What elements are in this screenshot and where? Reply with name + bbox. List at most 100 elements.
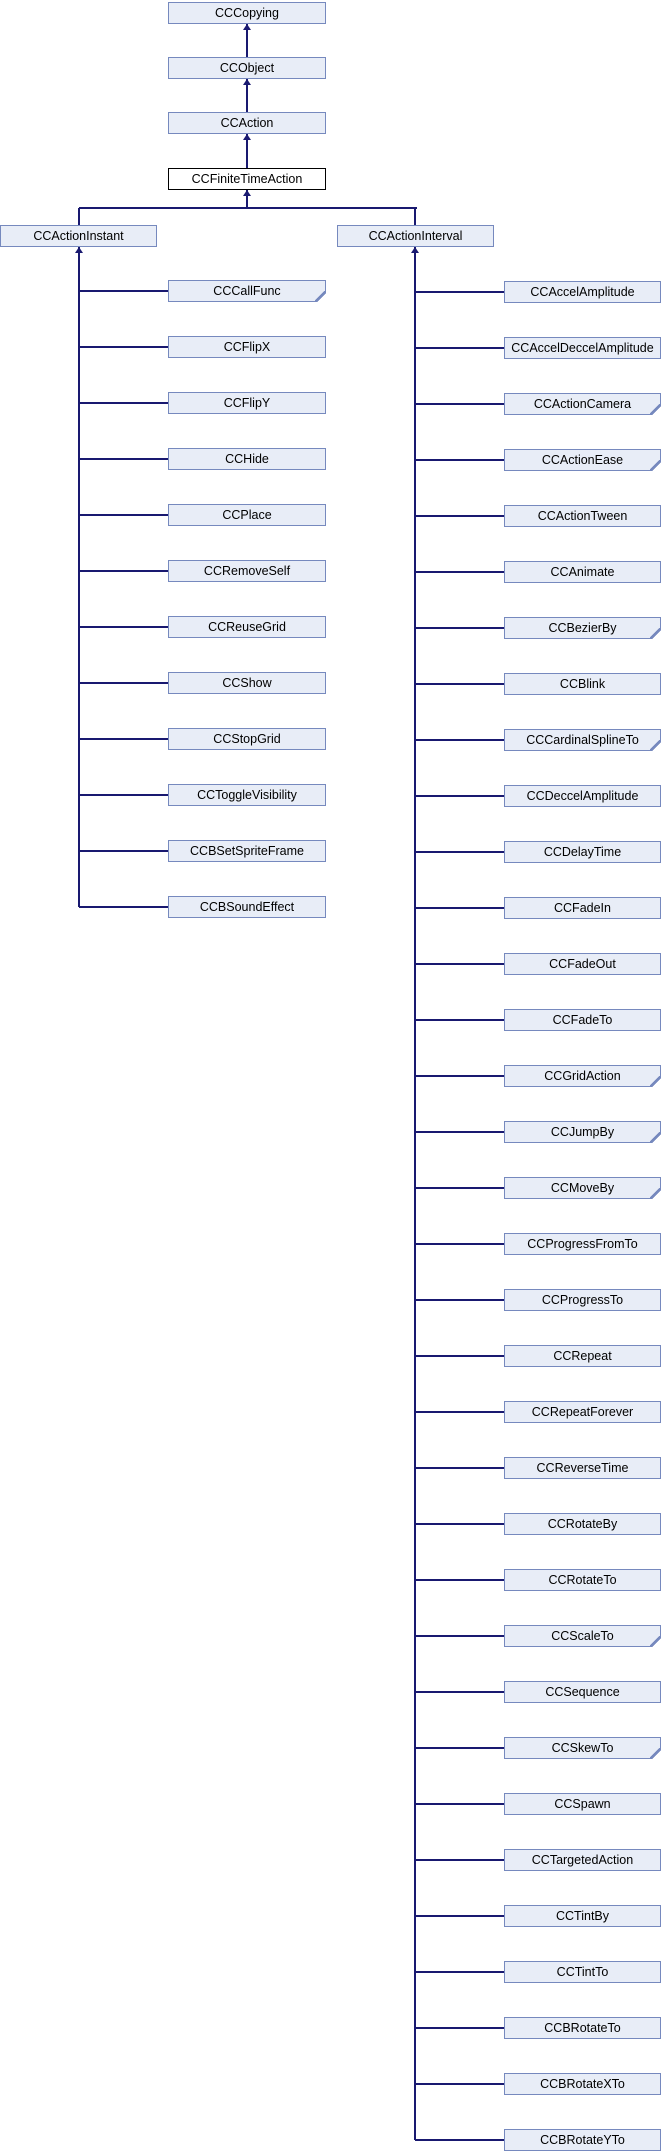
inheritance-edge (79, 402, 168, 404)
inheritance-edge (79, 458, 168, 460)
class-node[interactable]: CCJumpBy (504, 1121, 661, 1143)
class-node[interactable]: CCPlace (168, 504, 326, 526)
class-node[interactable]: CCRepeatForever (504, 1401, 661, 1423)
inheritance-edge (415, 1019, 504, 1021)
class-node[interactable]: CCRemoveSelf (168, 560, 326, 582)
class-node[interactable]: CCSequence (504, 1681, 661, 1703)
inheritance-edge (78, 247, 80, 907)
inheritance-edge (415, 1075, 504, 1077)
inheritance-edge (415, 459, 504, 461)
inheritance-edge (415, 851, 504, 853)
class-node[interactable]: CCActionTween (504, 505, 661, 527)
class-node[interactable]: CCDeccelAmplitude (504, 785, 661, 807)
class-node[interactable]: CCFadeOut (504, 953, 661, 975)
class-node[interactable]: CCCopying (168, 2, 326, 24)
inheritance-edge (415, 571, 504, 573)
inheritance-edge (415, 1803, 504, 1805)
arrowhead-up-icon (242, 24, 251, 30)
class-node[interactable]: CCFadeTo (504, 1009, 661, 1031)
inheritance-edge (415, 739, 504, 741)
folded-corner-icon (650, 628, 661, 639)
inheritance-edge (79, 207, 417, 209)
class-node[interactable]: CCAction (168, 112, 326, 134)
class-node[interactable]: CCAccelDeccelAmplitude (504, 337, 661, 359)
class-node[interactable]: CCCardinalSplineTo (504, 729, 661, 751)
inheritance-edge (415, 1915, 504, 1917)
class-node[interactable]: CCObject (168, 57, 326, 79)
inheritance-edge (79, 346, 168, 348)
class-node[interactable]: CCRotateTo (504, 1569, 661, 1591)
inheritance-edge (246, 79, 248, 112)
class-node[interactable]: CCActionInstant (0, 225, 157, 247)
folded-corner-icon (650, 740, 661, 751)
inheritance-edge (415, 1579, 504, 1581)
folded-corner-icon (650, 1748, 661, 1759)
class-node[interactable]: CCMoveBy (504, 1177, 661, 1199)
inheritance-edge (79, 626, 168, 628)
inheritance-edge (415, 1187, 504, 1189)
class-node[interactable]: CCAccelAmplitude (504, 281, 661, 303)
inheritance-edge (415, 907, 504, 909)
class-node[interactable]: CCFlipX (168, 336, 326, 358)
inheritance-edge (415, 1411, 504, 1413)
folded-corner-icon (650, 1132, 661, 1143)
class-node[interactable]: CCProgressFromTo (504, 1233, 661, 1255)
inheritance-edge (415, 403, 504, 405)
class-node[interactable]: CCRepeat (504, 1345, 661, 1367)
class-node[interactable]: CCSpawn (504, 1793, 661, 1815)
inheritance-edge (415, 1747, 504, 1749)
inheritance-edge (415, 1243, 504, 1245)
class-node[interactable]: CCBRotateYTo (504, 2129, 661, 2151)
class-node[interactable]: CCSkewTo (504, 1737, 661, 1759)
folded-corner-icon (650, 404, 661, 415)
class-node[interactable]: CCHide (168, 448, 326, 470)
class-node[interactable]: CCScaleTo (504, 1625, 661, 1647)
class-node[interactable]: CCFadeIn (504, 897, 661, 919)
class-node[interactable]: CCBRotateXTo (504, 2073, 661, 2095)
inheritance-edge (79, 906, 168, 908)
inheritance-edge (79, 290, 168, 292)
inheritance-edge (415, 291, 504, 293)
inheritance-edge (415, 1635, 504, 1637)
class-node[interactable]: CCRotateBy (504, 1513, 661, 1535)
class-node[interactable]: CCDelayTime (504, 841, 661, 863)
inheritance-edge (246, 190, 248, 208)
inheritance-edge (415, 795, 504, 797)
inheritance-edge (415, 1131, 504, 1133)
inheritance-edge (79, 514, 168, 516)
class-node[interactable]: CCCallFunc (168, 280, 326, 302)
inheritance-edge (415, 1355, 504, 1357)
class-node[interactable]: CCActionInterval (337, 225, 494, 247)
class-node[interactable]: CCTargetedAction (504, 1849, 661, 1871)
class-node[interactable]: CCBSetSpriteFrame (168, 840, 326, 862)
inheritance-edge (415, 2083, 504, 2085)
class-node[interactable]: CCProgressTo (504, 1289, 661, 1311)
class-node[interactable]: CCTintTo (504, 1961, 661, 1983)
class-node[interactable]: CCBSoundEffect (168, 896, 326, 918)
inheritance-edge (79, 570, 168, 572)
class-node[interactable]: CCShow (168, 672, 326, 694)
class-node[interactable]: CCBRotateTo (504, 2017, 661, 2039)
folded-corner-icon (650, 1188, 661, 1199)
inheritance-edge (415, 2139, 504, 2141)
class-node[interactable]: CCBezierBy (504, 617, 661, 639)
arrowhead-up-icon (242, 134, 251, 140)
class-node[interactable]: CCReuseGrid (168, 616, 326, 638)
class-node[interactable]: CCActionCamera (504, 393, 661, 415)
inheritance-edge (415, 1467, 504, 1469)
class-node[interactable]: CCReverseTime (504, 1457, 661, 1479)
class-node[interactable]: CCAnimate (504, 561, 661, 583)
inheritance-edge (415, 1299, 504, 1301)
inheritance-edge (79, 794, 168, 796)
class-node[interactable]: CCActionEase (504, 449, 661, 471)
class-node[interactable]: CCStopGrid (168, 728, 326, 750)
class-node[interactable]: CCToggleVisibility (168, 784, 326, 806)
class-node[interactable]: CCTintBy (504, 1905, 661, 1927)
inheritance-edge (415, 347, 504, 349)
inheritance-edge (415, 2027, 504, 2029)
class-node[interactable]: CCGridAction (504, 1065, 661, 1087)
class-node[interactable]: CCBlink (504, 673, 661, 695)
class-node[interactable]: CCFlipY (168, 392, 326, 414)
folded-corner-icon (650, 1636, 661, 1647)
